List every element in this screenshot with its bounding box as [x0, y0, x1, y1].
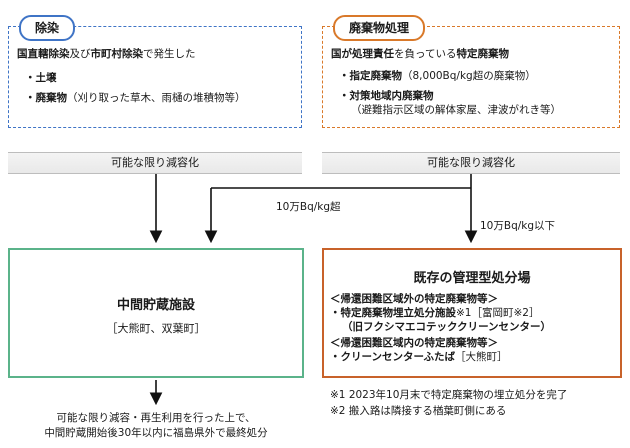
haikibutsu-title: 廃棄物処理: [333, 15, 426, 41]
kizon-title: 既存の管理型処分場: [413, 271, 531, 286]
footnote-2: ※2 搬入路は隣接する楢葉町側にある: [330, 405, 507, 417]
label-over-100k: 10万Bq/kg超: [276, 201, 341, 213]
haikibutsu-line1: 国が処理責任を負っている特定廃棄物: [331, 48, 509, 60]
josen-item-soil: ・土壌: [25, 72, 57, 84]
chukan-box: 中間貯蔵施設 ［大熊町、双葉町］: [8, 248, 304, 378]
haikibutsu-item-area-sub: （避難指示区域の解体家屋、津波がれき等）: [351, 104, 561, 116]
kizon-box: 既存の管理型処分場 ＜帰還困難区域外の特定廃棄物等＞ ・特定廃棄物埋立処分施設※…: [322, 248, 622, 378]
kizon-group2: ＜帰還困難区域内の特定廃棄物等＞: [330, 337, 498, 349]
josen-line1: 国直轄除染及び市町村除染で発生した: [17, 48, 196, 60]
label-under-100k: 10万Bq/kg以下: [480, 220, 556, 232]
haikibutsu-box: 廃棄物処理 国が処理責任を負っている特定廃棄物 ・指定廃棄物（8,000Bq/k…: [322, 15, 620, 128]
josen-title: 除染: [19, 15, 76, 41]
kizon-item1-sub: （旧フクシマエコテッククリーンセンター）: [342, 321, 552, 333]
footnote-1: ※1 2023年10月末で特定廃棄物の埋立処分を完了: [330, 389, 568, 401]
bottom-text-2: 中間貯蔵開始後30年以内に福島県外で最終処分: [44, 427, 268, 439]
kizon-item2: ・クリーンセンターふたば［大熊町］: [330, 351, 508, 363]
chukan-location: ［大熊町、双葉町］: [106, 322, 206, 335]
kizon-item1: ・特定廃棄物埋立処分施設※1［富岡町※2］: [330, 307, 540, 319]
josen-box: 除染 国直轄除染及び市町村除染で発生した ・土壌 ・廃棄物（刈り取った草木、雨樋…: [8, 15, 302, 128]
bottom-text-1: 可能な限り減容・再生利用を行った上で、: [56, 412, 256, 424]
haikibutsu-item-designated: ・指定廃棄物（8,000Bq/kg超の廃棄物）: [339, 70, 536, 82]
reduce-band-left: 可能な限り減容化: [8, 152, 302, 174]
kizon-group1: ＜帰還困難区域外の特定廃棄物等＞: [330, 293, 498, 305]
josen-item-waste: ・廃棄物（刈り取った草木、雨樋の堆積物等）: [25, 92, 246, 104]
haikibutsu-item-area: ・対策地域内廃棄物: [339, 90, 434, 102]
chukan-title: 中間貯蔵施設: [116, 298, 195, 313]
reduce-band-right: 可能な限り減容化: [322, 152, 620, 174]
